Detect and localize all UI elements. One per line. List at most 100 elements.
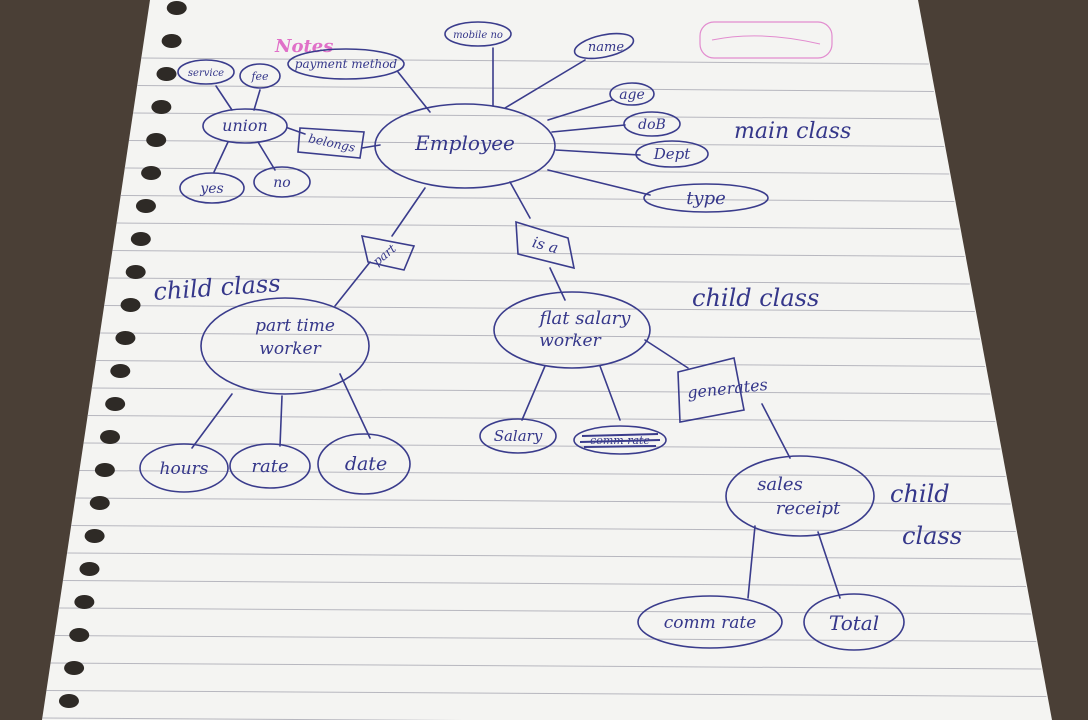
- ruled-line: [46, 690, 1047, 697]
- attr-date: [317, 433, 411, 495]
- spiral-hole: [166, 1, 187, 15]
- attr-fee: [239, 63, 281, 89]
- ruled-line: [91, 387, 991, 395]
- spiral-hole: [84, 529, 105, 543]
- spiral-hole: [146, 133, 167, 147]
- spiral-hole: [69, 628, 90, 642]
- attr-rate-label: rate: [251, 456, 288, 477]
- spiral-hole: [115, 331, 136, 345]
- attr-date-label: date: [345, 453, 387, 475]
- annotation-child-class-bottom-2: class: [902, 522, 962, 550]
- ruled-line: [112, 250, 965, 257]
- entity-part-time-worker: [200, 297, 370, 395]
- entity-sales-receipt: [725, 455, 875, 537]
- ruled-lines: [42, 57, 1047, 720]
- spiral-hole: [151, 100, 172, 114]
- attr-service-label: service: [188, 68, 224, 79]
- entity-flat-salary-worker-label-2: worker: [539, 331, 601, 351]
- ruled-line: [54, 635, 1037, 642]
- attr-total-label: Total: [829, 611, 879, 635]
- attr-service: [177, 59, 235, 85]
- spiral-hole: [110, 364, 131, 378]
- ruled-line: [62, 580, 1027, 587]
- attr-type-label: type: [686, 188, 726, 209]
- ruled-line: [71, 525, 1016, 532]
- attr-salary: [479, 418, 557, 454]
- attr-age: [609, 82, 655, 106]
- spiral-hole: [125, 265, 146, 279]
- attr-fee-label: fee: [250, 70, 269, 83]
- paper-sheet: [42, 0, 1052, 720]
- spiral-hole: [74, 595, 95, 609]
- attr-dept-label: Dept: [653, 145, 692, 163]
- entity-part-time-worker-label-1: part time: [255, 316, 335, 336]
- entity-union-label: union: [222, 116, 268, 135]
- spiral-hole: [79, 562, 100, 576]
- attr-comm-rate-label: comm rate: [664, 613, 757, 633]
- attr-dob-label: doB: [638, 117, 666, 133]
- relationship-belongs: [297, 127, 365, 159]
- spiral-hole: [156, 67, 177, 81]
- ruled-line: [100, 332, 980, 340]
- spiral-hole: [135, 199, 156, 213]
- ruled-line: [141, 57, 929, 65]
- annotation-main-class: main class: [734, 119, 851, 144]
- attr-mobile-no-label: mobile no: [453, 30, 503, 41]
- pink-stamp-line: [711, 35, 821, 45]
- ruled-line: [87, 415, 996, 422]
- spiral-hole: [120, 298, 141, 312]
- entity-flat-salary-worker-label-1: flat salary: [538, 308, 632, 329]
- attr-payment-method: [287, 48, 405, 80]
- attr-rate: [229, 443, 311, 489]
- spiral-hole: [58, 694, 79, 708]
- attr-dob: [623, 111, 681, 137]
- attr-payment-method-label: payment method: [295, 57, 398, 71]
- attr-salary-label: Salary: [494, 427, 543, 445]
- spiral-hole: [105, 397, 126, 411]
- entity-sales-receipt-label-2: receipt: [776, 498, 841, 519]
- entity-employee-label: Employee: [414, 131, 515, 155]
- ruled-line: [116, 222, 960, 230]
- entity-part-time-worker-label-2: worker: [259, 339, 321, 359]
- spiral-hole: [100, 430, 121, 444]
- attr-hours: [139, 443, 229, 493]
- attr-name: [573, 32, 635, 60]
- relationship-is-a: [515, 220, 576, 270]
- attr-no: [253, 166, 311, 198]
- entity-sales-receipt-label-1: sales: [757, 474, 803, 495]
- spiral-hole: [130, 232, 151, 246]
- ruled-line: [104, 305, 975, 312]
- pink-stamp-box: [699, 21, 833, 59]
- attr-yes-label: yes: [199, 181, 223, 197]
- ruled-line: [133, 112, 940, 120]
- strike-through-scribble: [579, 433, 661, 448]
- attr-dept: [635, 140, 709, 168]
- ruled-line: [58, 607, 1032, 615]
- attr-mobile-no: [444, 21, 512, 47]
- spiral-hole: [94, 463, 115, 477]
- attr-name-label: name: [588, 40, 624, 55]
- spiral-hole: [161, 34, 182, 48]
- spiral-hole: [141, 166, 162, 180]
- relationship-part-of: [360, 234, 416, 271]
- ruled-line: [42, 717, 463, 720]
- annotation-child-class-bottom-1: child: [890, 480, 950, 508]
- spiral-hole: [89, 496, 110, 510]
- ruled-line: [120, 195, 955, 202]
- ruled-line: [108, 277, 970, 285]
- connector-lines: [191, 47, 841, 599]
- attr-no-label: no: [273, 175, 290, 191]
- spiral-binding: [58, 1, 187, 708]
- entity-employee: [374, 103, 556, 189]
- attr-comm-rate: [637, 595, 783, 649]
- attr-yes: [179, 172, 245, 204]
- ruled-line: [67, 552, 1021, 560]
- spiral-hole: [64, 661, 85, 675]
- attr-hours-label: hours: [160, 459, 209, 479]
- ruled-line: [50, 662, 1042, 670]
- entity-flat-salary-worker: [493, 291, 651, 369]
- attr-total: [803, 593, 905, 651]
- annotation-child-class-right: child class: [692, 284, 819, 312]
- attr-comm-rate-struck: [573, 425, 667, 455]
